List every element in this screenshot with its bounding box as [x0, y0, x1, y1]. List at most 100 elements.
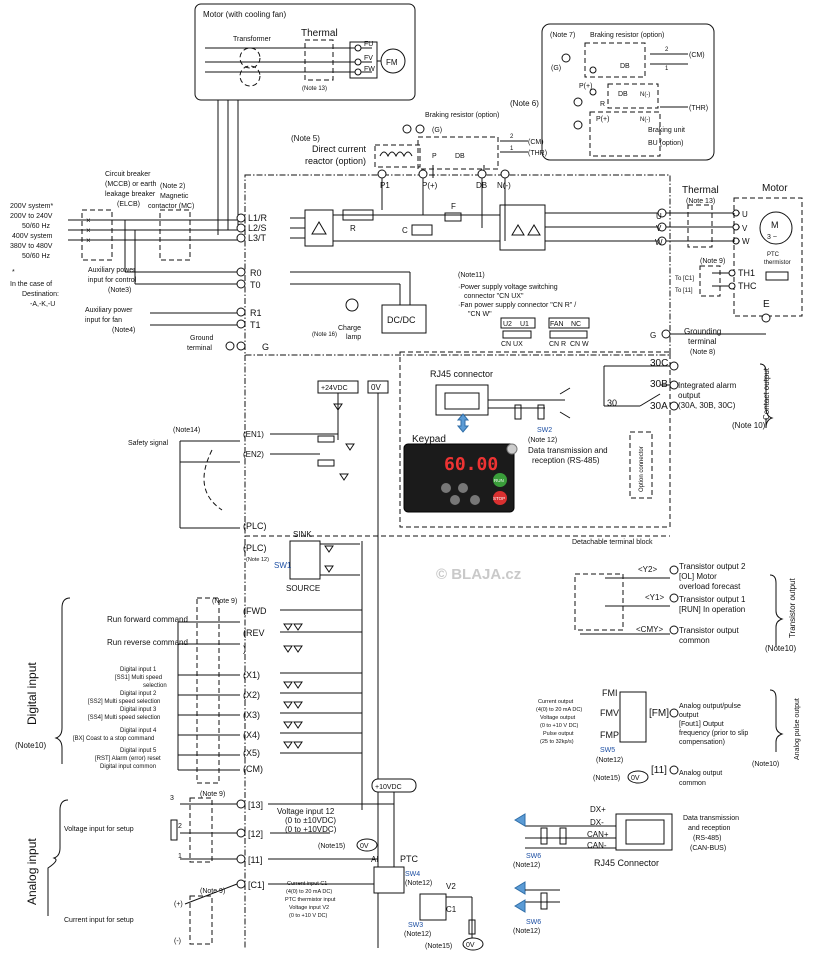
plc1-label: (PLC) [243, 521, 267, 531]
can-minus: CAN- [587, 841, 607, 850]
sw6b-label: SW6 [526, 919, 541, 926]
cmy-desc-2: common [679, 636, 710, 645]
svg-text:×: × [86, 216, 91, 225]
terminal-1-top: 1 [665, 66, 669, 72]
sw6b-note: (Note12) [513, 928, 540, 935]
ao-common-1: Analog output [679, 770, 722, 777]
ai-note15: (Note15) [318, 843, 345, 850]
braking-resistor-mid: (Note 6) Braking resistor (option) (G) P… [402, 99, 547, 178]
sink-label: SINK [293, 530, 312, 539]
keypad-device[interactable] [403, 443, 515, 513]
svg-text:×: × [86, 236, 91, 245]
sw1-label: SW1 [274, 561, 292, 570]
note-16: (Note 16) [312, 332, 337, 338]
g-mid-label: (G) [432, 127, 442, 134]
option-connector: Option connector [639, 446, 645, 492]
fmp-label: FMP [600, 730, 619, 740]
magnetic-line2: contactor (MC) [148, 203, 194, 210]
analog-pulse-side: Analog pulse output [794, 698, 801, 760]
keypad-down[interactable] [458, 483, 468, 493]
out-v: V [656, 224, 662, 233]
run-reverse: Run reverse command [107, 638, 188, 647]
analog-input: Analog input (Note 9) 3 2 1 Voltage inpu… [25, 778, 484, 951]
cm-mid-label: (CM) [528, 139, 544, 146]
source-label: SOURCE [286, 584, 320, 593]
supply-400v: 400V system [12, 233, 53, 240]
ao-11: [11] [651, 765, 667, 776]
ground-1: Ground [190, 335, 213, 342]
control-section: +24VDC 0V RJ45 connector Keypad 60.00 RU… [128, 369, 653, 948]
x3-terminal: (X3) [243, 710, 260, 720]
motor-title: Motor [762, 183, 788, 194]
sw5-label: SW5 [600, 747, 615, 754]
c1-desc-2: (4(0) to 20 mA DC) [286, 889, 332, 895]
fmv-label: FMV [600, 708, 619, 718]
p-mid-label: P [432, 153, 437, 160]
fuse-f: F [451, 202, 456, 211]
keypad-func[interactable] [450, 495, 460, 505]
dest-4: -A,-K,-U [30, 301, 55, 308]
svg-text:×: × [86, 226, 91, 235]
stop-button[interactable] [493, 491, 507, 505]
cn-w-label: CN W [570, 341, 589, 348]
bu-option-label: BU (option) [648, 140, 683, 147]
rj45-can-label: RJ45 Connector [594, 858, 659, 868]
alarm-30b: 30B [650, 379, 668, 390]
run-button[interactable] [493, 473, 507, 487]
alarm-desc-3: (30A, 30B, 30C) [678, 401, 736, 410]
thc-label: THC [738, 281, 757, 291]
x4-desc-2: [BX] Coast to a stop command [73, 736, 154, 742]
mid-terminal-2: 2 [510, 134, 514, 140]
ai-label: AI [371, 855, 379, 864]
current-minus: (-) [174, 938, 181, 945]
charge-lamp-2: lamp [346, 334, 361, 341]
supply-200-240: 200V to 240V [10, 213, 53, 220]
x3-desc-2: [SS4] Multi speed selection [88, 715, 160, 721]
alarm-desc-1: Integrated alarm [678, 381, 737, 390]
aux-control-1: Auxiliary power [88, 267, 136, 274]
vi12-3: (0 to +10VDC) [285, 825, 337, 834]
fwd-terminal: (FWD [243, 606, 267, 616]
earth-e: E [763, 299, 770, 310]
db-mid-label: DB [455, 153, 465, 160]
aux-fan-2: input for fan [85, 317, 122, 324]
y2-desc-1: Transistor output 2 [679, 562, 746, 571]
aux-control-3: (Note3) [108, 287, 131, 294]
ao-note10: (Note10) [752, 761, 779, 768]
n-minus-top: N(-) [640, 92, 650, 98]
motor-thermal: Thermal [682, 185, 719, 196]
terminal-l3: L3/T [248, 233, 267, 243]
stop-label: STOP [493, 496, 505, 501]
terminal-13: [13] [248, 800, 263, 810]
psu-note-4: "CN W" [468, 311, 492, 318]
can-desc-3: (RS-485) [693, 835, 721, 842]
cmy-desc-1: Transistor output [679, 626, 740, 635]
x3-desc-1: Digital input 3 [120, 707, 157, 713]
dc-reactor-line2: reactor (option) [305, 156, 366, 166]
safety-note: (Note14) [173, 427, 200, 434]
keypad-up[interactable] [441, 483, 451, 493]
fm-label: FM [386, 58, 398, 67]
thermal-label: Thermal [301, 28, 338, 39]
ptc-label: PTC [400, 854, 419, 864]
can-rs485: DX+ DX- CAN+ CAN- SW6 (Note12) RJ45 Conn… [513, 805, 739, 935]
ao-desc-3: [Fout1] Output [679, 721, 724, 728]
breaker-line3: leakage breaker [105, 191, 156, 198]
c1-desc-5: (0 to +10 V DC) [289, 913, 328, 919]
cn-ux-label: CN UX [501, 341, 523, 348]
y2-desc-3: overload forecast [679, 582, 741, 591]
ao-desc-5: compensation) [679, 739, 725, 746]
pot-1: 1 [178, 853, 182, 860]
out-w: W [655, 238, 663, 247]
plc-note12: (Note 12) [246, 557, 269, 563]
capacitor-c: C [402, 226, 408, 235]
supply-hz2: 50/60 Hz [22, 253, 51, 260]
nc-label: NC [571, 321, 581, 328]
sw2-label: SW2 [537, 427, 552, 434]
motor-note-13: (Note 13) [686, 198, 715, 205]
fw-label: FW [364, 66, 375, 73]
ao-mode-1: Current output [538, 699, 574, 705]
alarm-note10: (Note 10) [732, 421, 766, 430]
keypad-shift[interactable] [470, 495, 480, 505]
